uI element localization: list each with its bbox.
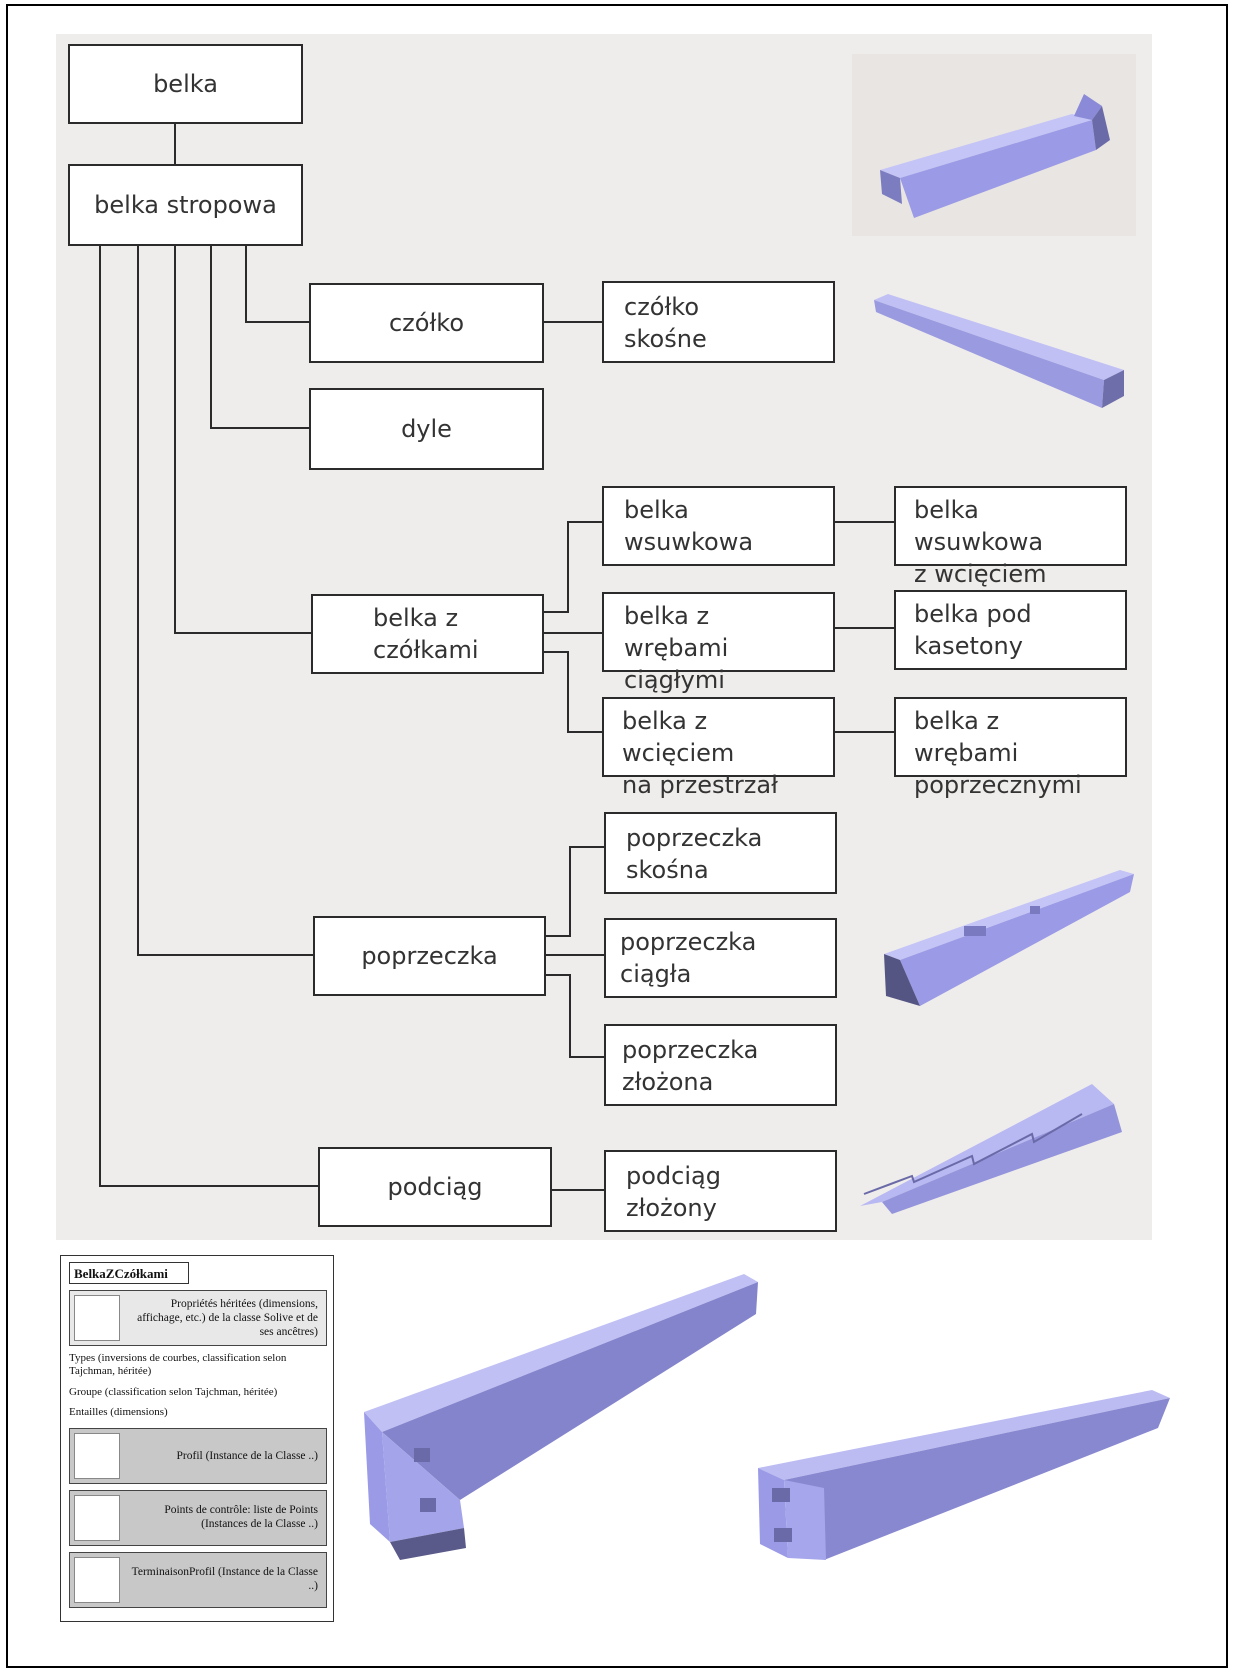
- node-belka-wsuwkowa: belka wsuwkowa: [602, 486, 835, 566]
- points-text: Points de contrôle: liste de Points (Ins…: [164, 1504, 318, 1530]
- card-thumbnail-icon: [74, 1557, 120, 1603]
- node-belka-wsuwkowa-z-wcieciem: belka wsuwkowa z wcięciem: [894, 486, 1127, 588]
- node-belka-z-czolkami: belka z czółkami: [311, 594, 544, 674]
- points-box: Points de contrôle: liste de Points (Ins…: [69, 1490, 327, 1546]
- beam-render-icon: [884, 870, 1134, 1006]
- types-text: Types (inversions de courbes, classifica…: [69, 1352, 287, 1377]
- entailles-text: Entailles (dimensions): [69, 1406, 168, 1418]
- profil-box: Profil (Instance de la Classe ..): [69, 1428, 327, 1484]
- profil-text: Profil (Instance de la Classe ..): [176, 1450, 318, 1462]
- node-belka: belka: [68, 44, 303, 124]
- card-thumbnail-icon: [74, 1295, 120, 1341]
- card-thumbnail-icon: [74, 1433, 120, 1479]
- beam-render-icon: [758, 1390, 1170, 1560]
- page-frame: [6, 4, 1228, 1668]
- inherited-properties-box: Propriétés héritées (dimensions, afficha…: [69, 1290, 327, 1346]
- class-card-title: BelkaZCzółkami: [69, 1262, 189, 1284]
- node-belka-pod-kasetony: belka pod kasetony: [894, 590, 1127, 670]
- node-belka-z-wrebami-ciaglymi: belka z wrębami ciągłymi: [602, 592, 835, 694]
- card-thumbnail-icon: [74, 1495, 120, 1541]
- class-card: BelkaZCzółkami Propriétés héritées (dime…: [60, 1255, 334, 1622]
- terminaison-box: TerminaisonProfil (Instance de la Classe…: [69, 1552, 327, 1608]
- node-poprzeczka-zlozona: poprzeczka złożona: [604, 1024, 837, 1106]
- node-dyle: dyle: [309, 388, 544, 470]
- node-poprzeczka-skosna: poprzeczka skośna: [604, 812, 837, 894]
- node-belka-z-wcieciem-na-przestrzal: belka z wcięciem na przestrzał: [602, 697, 835, 799]
- node-czolko-skosne: czółko skośne: [602, 281, 835, 363]
- beam-render-icon: [852, 54, 1136, 236]
- node-belka-z-wrebami-poprzecznymi: belka z wrębami poprzecznymi: [894, 697, 1127, 799]
- groupe-text: Groupe (classification selon Tajchman, h…: [69, 1386, 278, 1398]
- terminaison-text: TerminaisonProfil (Instance de la Classe…: [131, 1566, 318, 1592]
- node-poprzeczka: poprzeczka: [313, 916, 546, 996]
- node-poprzeczka-ciagla: poprzeczka ciągła: [604, 918, 837, 998]
- node-belka-stropowa: belka stropowa: [68, 164, 303, 246]
- beam-render-icon: [874, 294, 1124, 408]
- beam-render-icon: [860, 1084, 1122, 1214]
- node-czolko: czółko: [309, 283, 544, 363]
- node-podciag-zlozony: podciąg złożony: [604, 1150, 837, 1232]
- node-podciag: podciąg: [318, 1147, 552, 1227]
- inherited-properties-text: Propriétés héritées (dimensions, afficha…: [137, 1298, 318, 1338]
- beam-render-icon: [364, 1274, 758, 1560]
